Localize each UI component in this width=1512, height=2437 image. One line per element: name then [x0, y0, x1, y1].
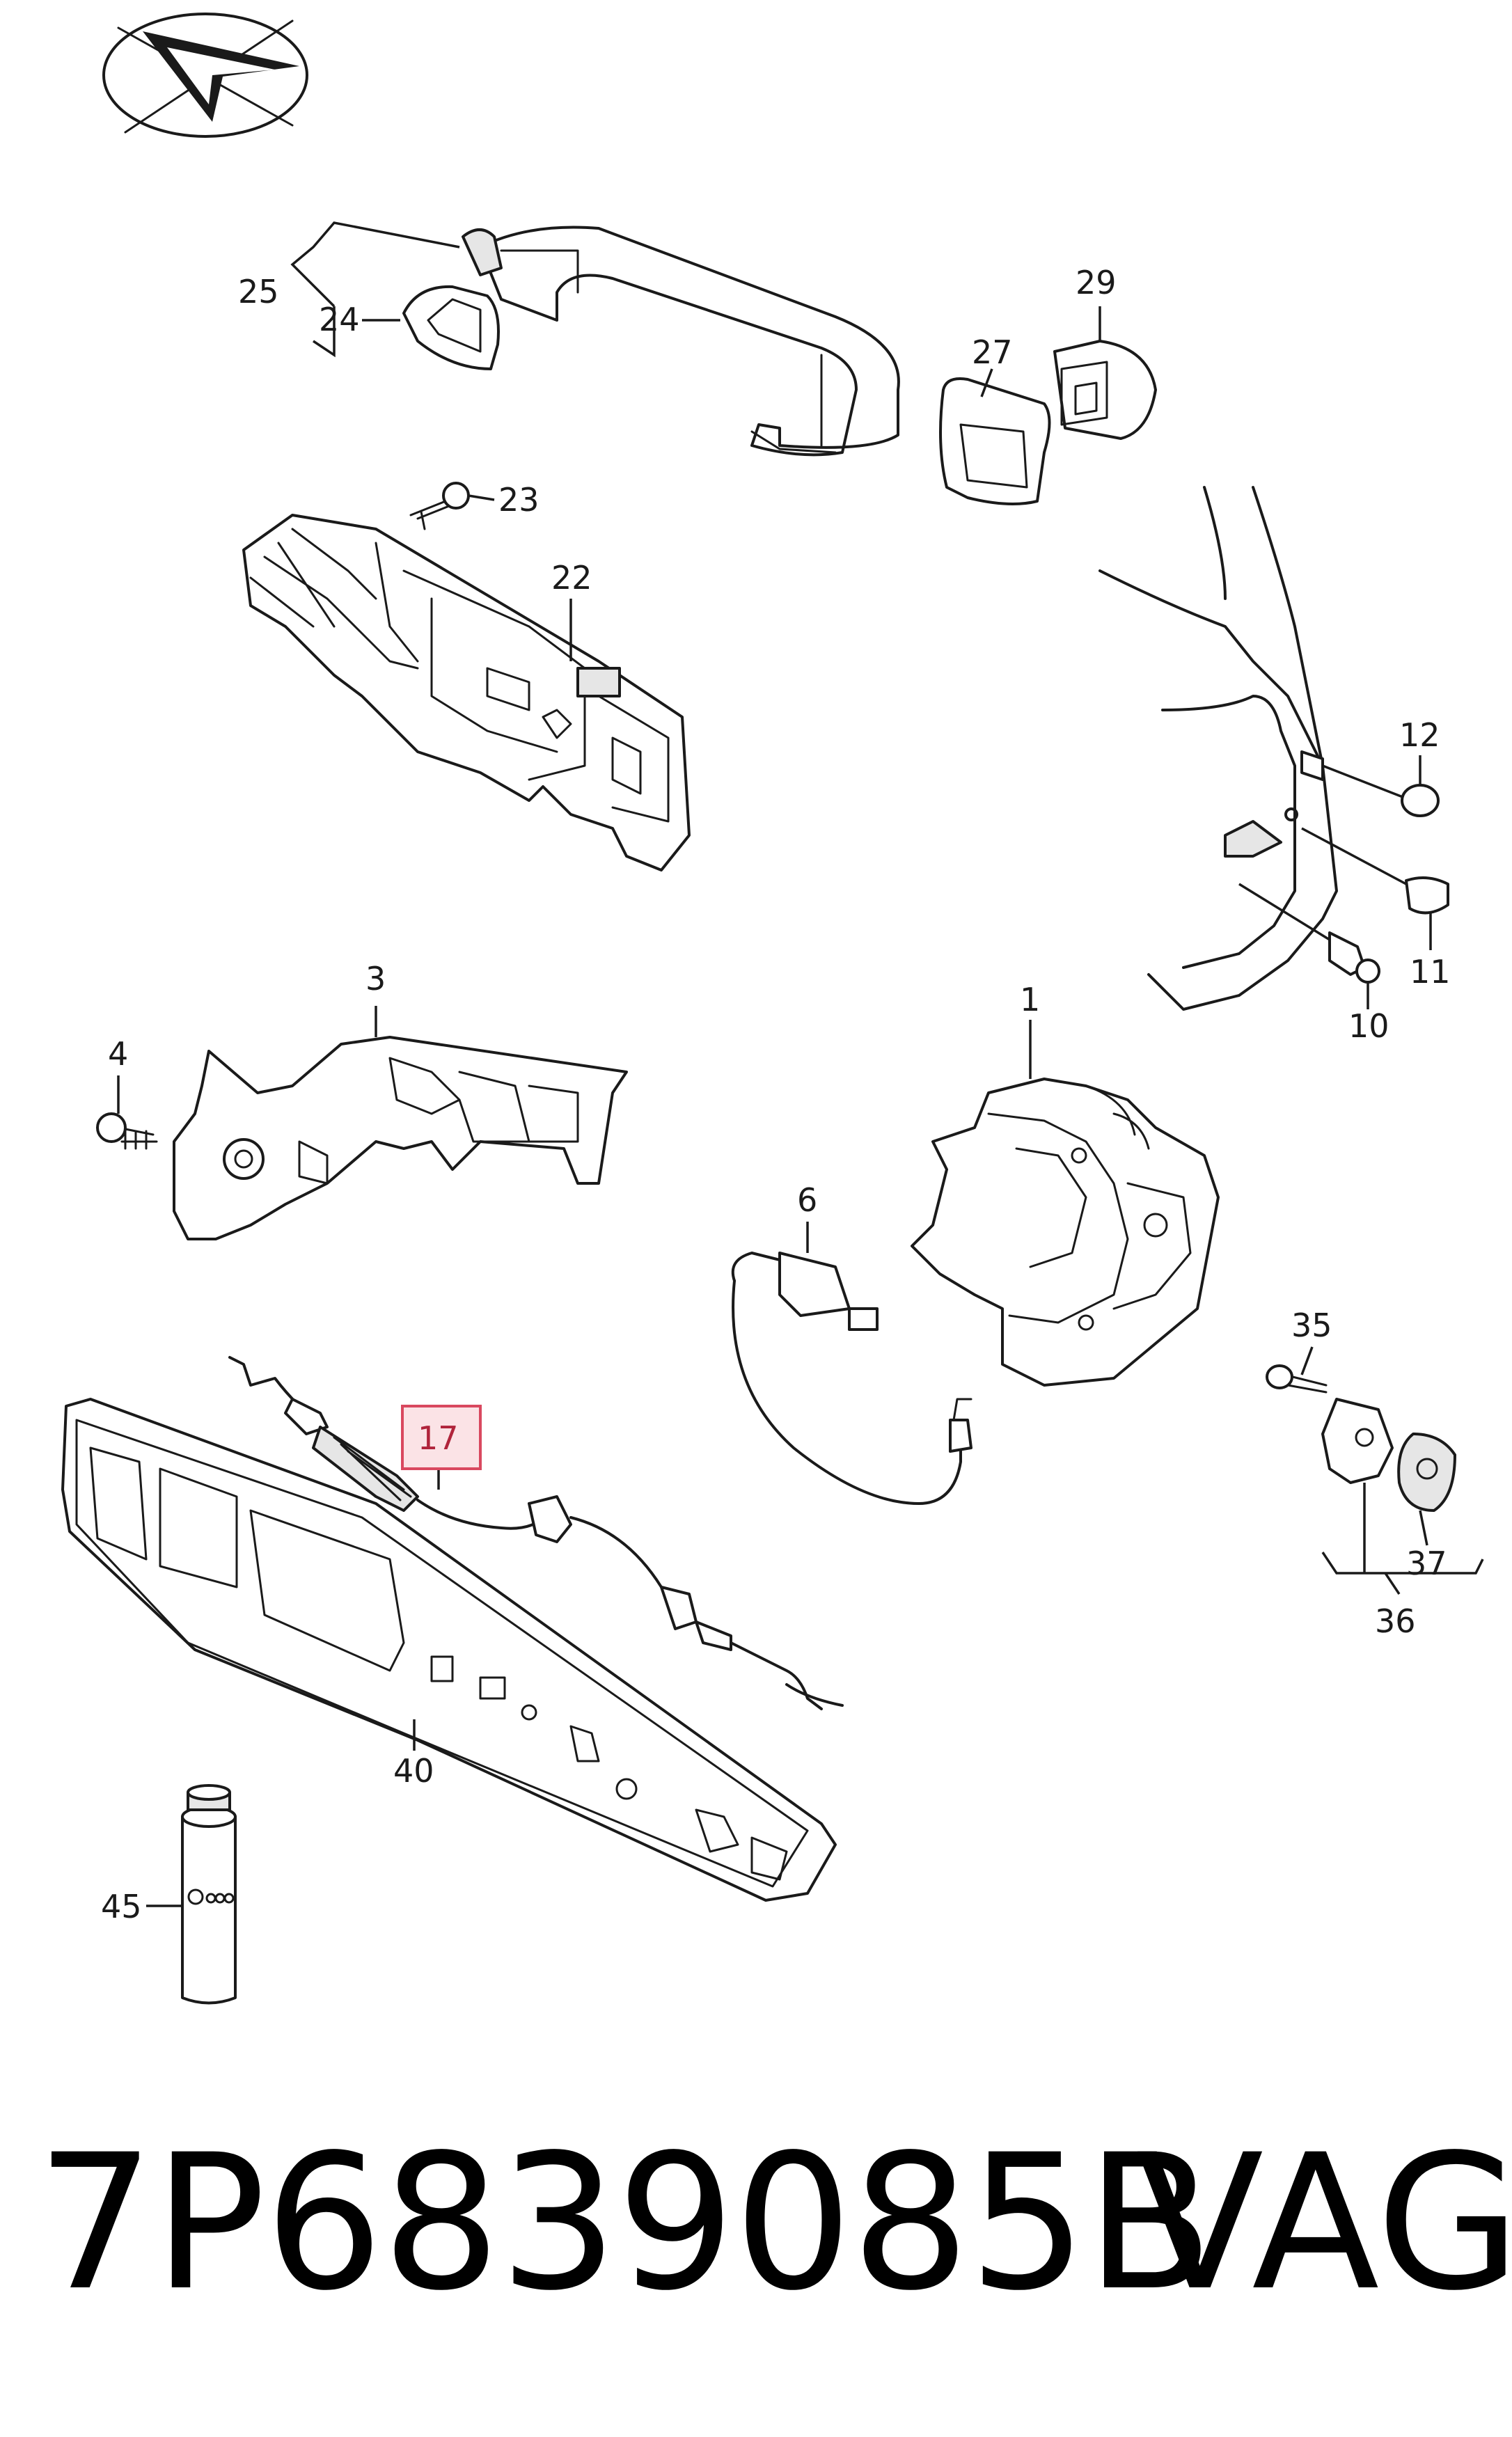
hinge-assembly-36: [1266, 1346, 1484, 1595]
inner-trim-40: [61, 1398, 837, 1902]
callout-4: 4: [108, 1035, 128, 1073]
cable-6: [731, 1222, 972, 1505]
brand-label: VAG: [1136, 2115, 1512, 2332]
callout-6: 6: [797, 1181, 817, 1219]
callout-10: 10: [1348, 1007, 1389, 1045]
spray-can-45: [146, 1784, 237, 2005]
callout-23: 23: [498, 481, 540, 519]
plug-12: [1322, 755, 1440, 817]
callout-36: 36: [1375, 1602, 1416, 1640]
cover-cap-29: [1053, 306, 1157, 440]
screw-23: [409, 482, 495, 530]
cover-cap-27: [939, 368, 1051, 505]
part-number: 7P6839085B: [36, 2115, 1214, 2332]
handle-carrier-22: [242, 514, 691, 872]
highlight-box-17: [401, 1405, 482, 1470]
callout-24: 24: [319, 301, 360, 338]
callout-3: 3: [365, 960, 386, 997]
plug-11: [1301, 827, 1449, 950]
callout-labels: 25 24 29 27 23 22 12 11 10 3 4 1 6 35 17…: [101, 264, 1451, 1925]
callout-22: 22: [551, 559, 592, 597]
vag-logo: [102, 13, 308, 138]
cable-17: [228, 1356, 844, 1710]
callout-40: 40: [393, 1752, 434, 1790]
handle-cap-24: [402, 285, 500, 370]
door-frame: [1098, 486, 1338, 1011]
callout-35: 35: [1291, 1307, 1332, 1344]
outer-door-handle: [462, 226, 900, 457]
bolt-10: [1238, 883, 1380, 1009]
callout-25: 25: [238, 273, 279, 310]
callout-37: 37: [1406, 1545, 1447, 1582]
callout-29: 29: [1076, 264, 1117, 301]
callout-17: 17: [418, 1419, 459, 1457]
door-lock-1: [911, 1020, 1220, 1387]
callout-12: 12: [1399, 716, 1440, 754]
callout-45: 45: [101, 1888, 142, 1925]
callout-1: 1: [1020, 981, 1040, 1018]
callout-11: 11: [1410, 953, 1451, 991]
callout-27: 27: [972, 333, 1013, 371]
bracket-3: [173, 1006, 628, 1240]
bolt-4: [96, 1075, 158, 1150]
